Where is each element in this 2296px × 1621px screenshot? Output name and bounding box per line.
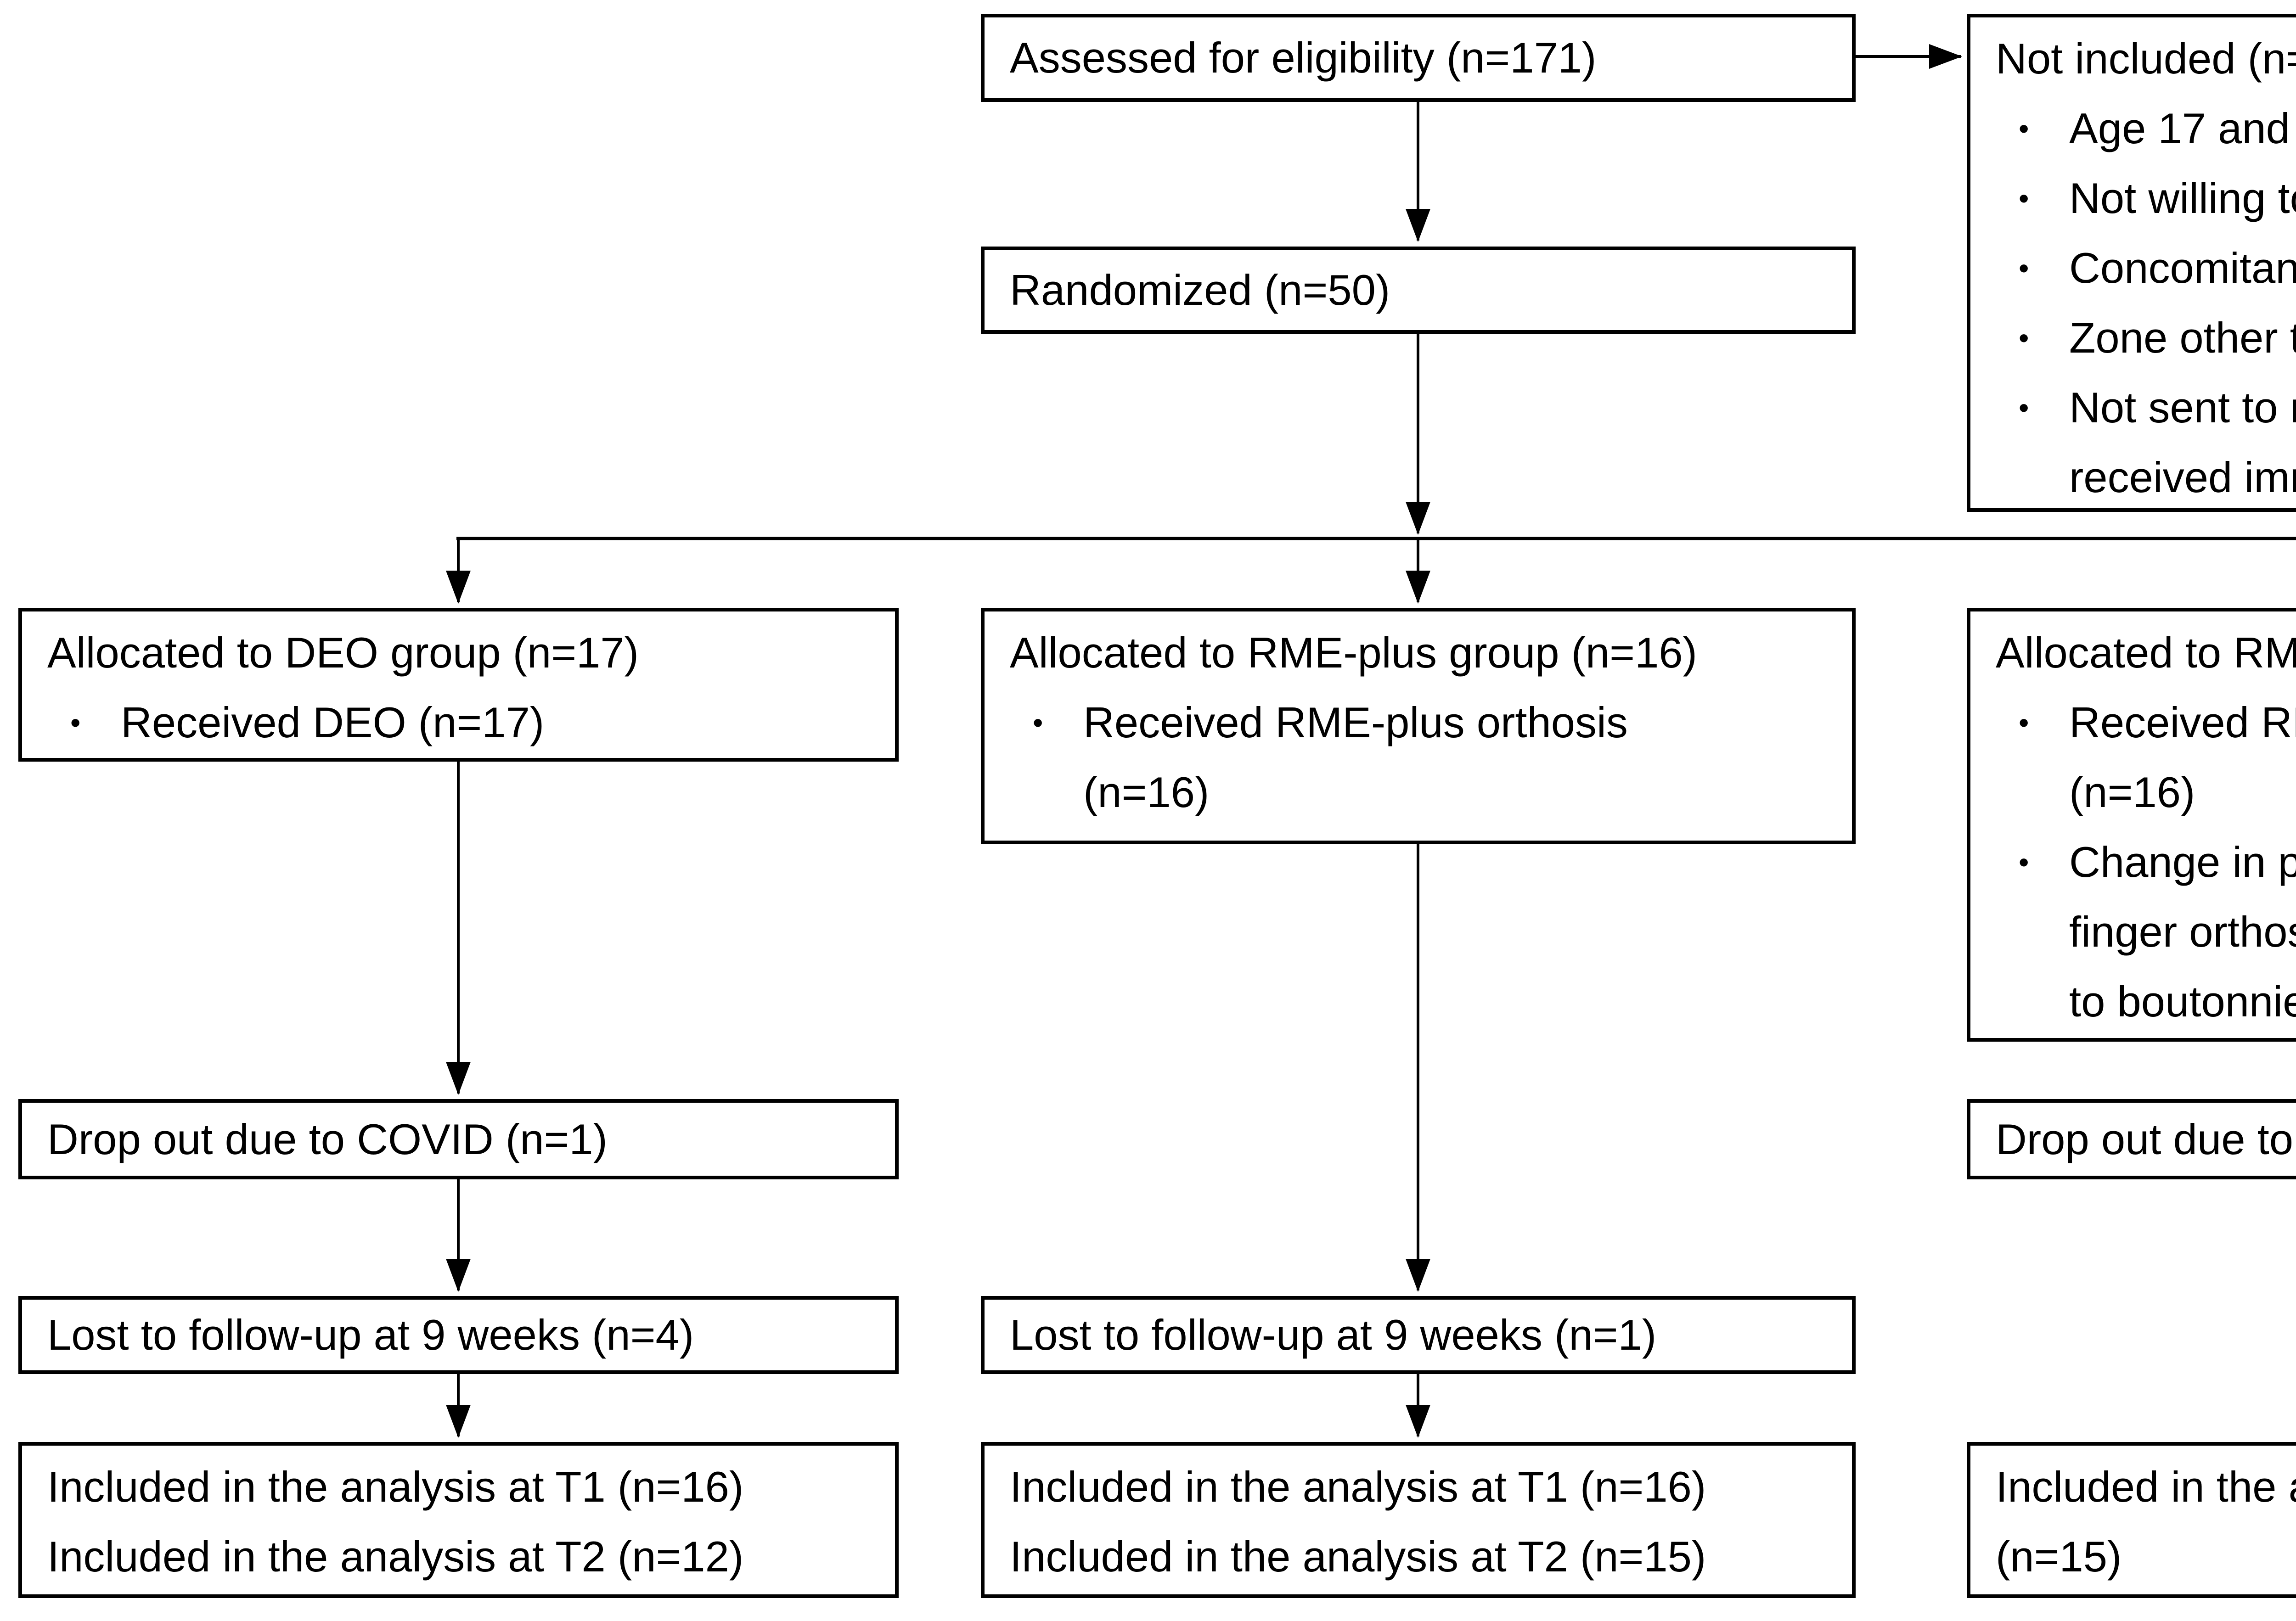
bullet-icon: •	[1033, 706, 1043, 739]
bullet-line: Received DEO (n=17)	[121, 698, 545, 746]
bullet-line: Received RME-plus orthosis	[1083, 698, 1628, 746]
bullet-text: Zone other than 4, 5, or 6 (n=65)	[2069, 303, 2296, 373]
assessed-eligibility-box: Assessed for eligibility (n=171)	[981, 14, 1856, 102]
bullet-text: Received RME-only orthosis (n=16)	[2069, 688, 2296, 827]
box-text: Assessed for eligibility (n=171)	[1010, 34, 1597, 82]
allocated-rme-only-box: Allocated to RME-only group (n=17) • Recei…	[1967, 608, 2296, 1042]
bullet-icon: •	[2019, 846, 2029, 879]
dropout-rme-only-box: Drop out due to COVID (n=1)	[1967, 1099, 2296, 1179]
bullet-line: (n=16)	[1083, 768, 1210, 816]
bullet-line: Received RME-only orthosis	[2069, 698, 2296, 746]
bullet-icon: •	[2019, 182, 2029, 215]
bullet-text: Not willing to participate (n=4)	[2069, 163, 2296, 233]
not-included-box: Not included (n=121) • Age 17 and less (n=…	[1967, 14, 2296, 512]
lost-followup-rme-plus-box: Lost to follow-up at 9 weeks (n=1)	[981, 1296, 1856, 1374]
box-title: Allocated to RME-only group (n=17)	[1996, 628, 2296, 677]
bullet-item: • Not sent to rehabilitation unit, receive…	[1996, 373, 2296, 508]
included-analysis-rme-plus-box: Included in the analysis at T1 (n=16) Inc…	[981, 1442, 1856, 1598]
bullet-line: Not willing to participate (n=4)	[2069, 174, 2296, 222]
bullet-line: Age 17 and less (n=4)	[2069, 104, 2290, 152]
randomized-box: Randomized (n=50)	[981, 247, 1856, 334]
box-text: Drop out due to COVID (n=1)	[47, 1115, 608, 1163]
allocated-rme-plus-box: Allocated to RME-plus group (n=16) • Recei…	[981, 608, 1856, 844]
box-text: Randomized (n=50)	[1010, 266, 1390, 314]
bullet-line: finger orthosis after 1 week due	[2069, 908, 2296, 956]
bullet-line: (n=16)	[2069, 768, 2195, 816]
box-title: Not included (n=121)	[1996, 34, 2296, 83]
allocated-deo-box: Allocated to DEO group (n=17) • Received D…	[18, 608, 899, 762]
bullet-item: • Change in protocol to short finger ortho…	[1996, 827, 2296, 1037]
bullet-line: to boutonniere deformity (n=1)	[2069, 977, 2296, 1026]
bullet-item: • Received RME-plus orthosis (n=16)	[1010, 688, 1843, 827]
bullet-text: Concomitant injuries (n=6)	[2069, 233, 2296, 303]
bullet-line: Not sent to rehabilitation unit,	[2069, 383, 2296, 432]
bullet-icon: •	[2019, 706, 2029, 739]
box-line: Included in the analysis at T1 (n=16)	[47, 1463, 744, 1511]
box-line: Included in the analysis at T1 and T2	[1996, 1463, 2296, 1511]
included-analysis-deo-box: Included in the analysis at T1 (n=16) Inc…	[18, 1442, 899, 1598]
box-title: Allocated to RME-plus group (n=16)	[1010, 628, 1697, 677]
box-line: Included in the analysis at T1 (n=16)	[1010, 1463, 1706, 1511]
bullet-text: Age 17 and less (n=4)	[2069, 94, 2296, 163]
bullet-icon: •	[2019, 112, 2029, 145]
bullet-item: • Received RME-only orthosis (n=16)	[1996, 688, 2296, 827]
box-title: Allocated to DEO group (n=17)	[47, 628, 639, 677]
bullet-icon: •	[2019, 391, 2029, 424]
bullet-icon: •	[70, 706, 81, 739]
box-text: Lost to follow-up at 9 weeks (n=1)	[1010, 1311, 1657, 1359]
bullet-text: Not sent to rehabilitation unit, received…	[2069, 373, 2296, 508]
bullet-item: • Age 17 and less (n=4)	[1996, 94, 2296, 163]
bullet-icon: •	[2019, 252, 2029, 285]
box-line: Included in the analysis at T2 (n=12)	[47, 1532, 744, 1581]
bullet-icon: •	[2019, 321, 2029, 354]
bullet-line: received immobilization (n=42)	[2069, 453, 2296, 501]
bullet-item: • Not willing to participate (n=4)	[1996, 163, 2296, 233]
bullet-text: Received RME-plus orthosis (n=16)	[1083, 688, 1843, 827]
bullet-item: • Concomitant injuries (n=6)	[1996, 233, 2296, 303]
bullet-item: • Received DEO (n=17)	[47, 688, 886, 757]
box-text: Drop out due to COVID (n=1)	[1996, 1115, 2293, 1163]
box-line: Included in the analysis at T2 (n=15)	[1010, 1532, 1706, 1581]
bullet-item: • Zone other than 4, 5, or 6 (n=65)	[1996, 303, 2296, 373]
bullet-line: Concomitant injuries (n=6)	[2069, 244, 2296, 292]
dropout-deo-box: Drop out due to COVID (n=1)	[18, 1099, 899, 1179]
bullet-line: Change in protocol to short	[2069, 838, 2296, 886]
lost-followup-deo-box: Lost to follow-up at 9 weeks (n=4)	[18, 1296, 899, 1374]
included-analysis-rme-only-box: Included in the analysis at T1 and T2 (n=…	[1967, 1442, 2296, 1598]
bullet-text: Received DEO (n=17)	[121, 688, 886, 757]
box-text: Lost to follow-up at 9 weeks (n=4)	[47, 1311, 694, 1359]
box-line: (n=15)	[1996, 1532, 2122, 1581]
bullet-line: Zone other than 4, 5, or 6 (n=65)	[2069, 314, 2296, 362]
bullet-text: Change in protocol to short finger orthos…	[2069, 827, 2296, 1037]
